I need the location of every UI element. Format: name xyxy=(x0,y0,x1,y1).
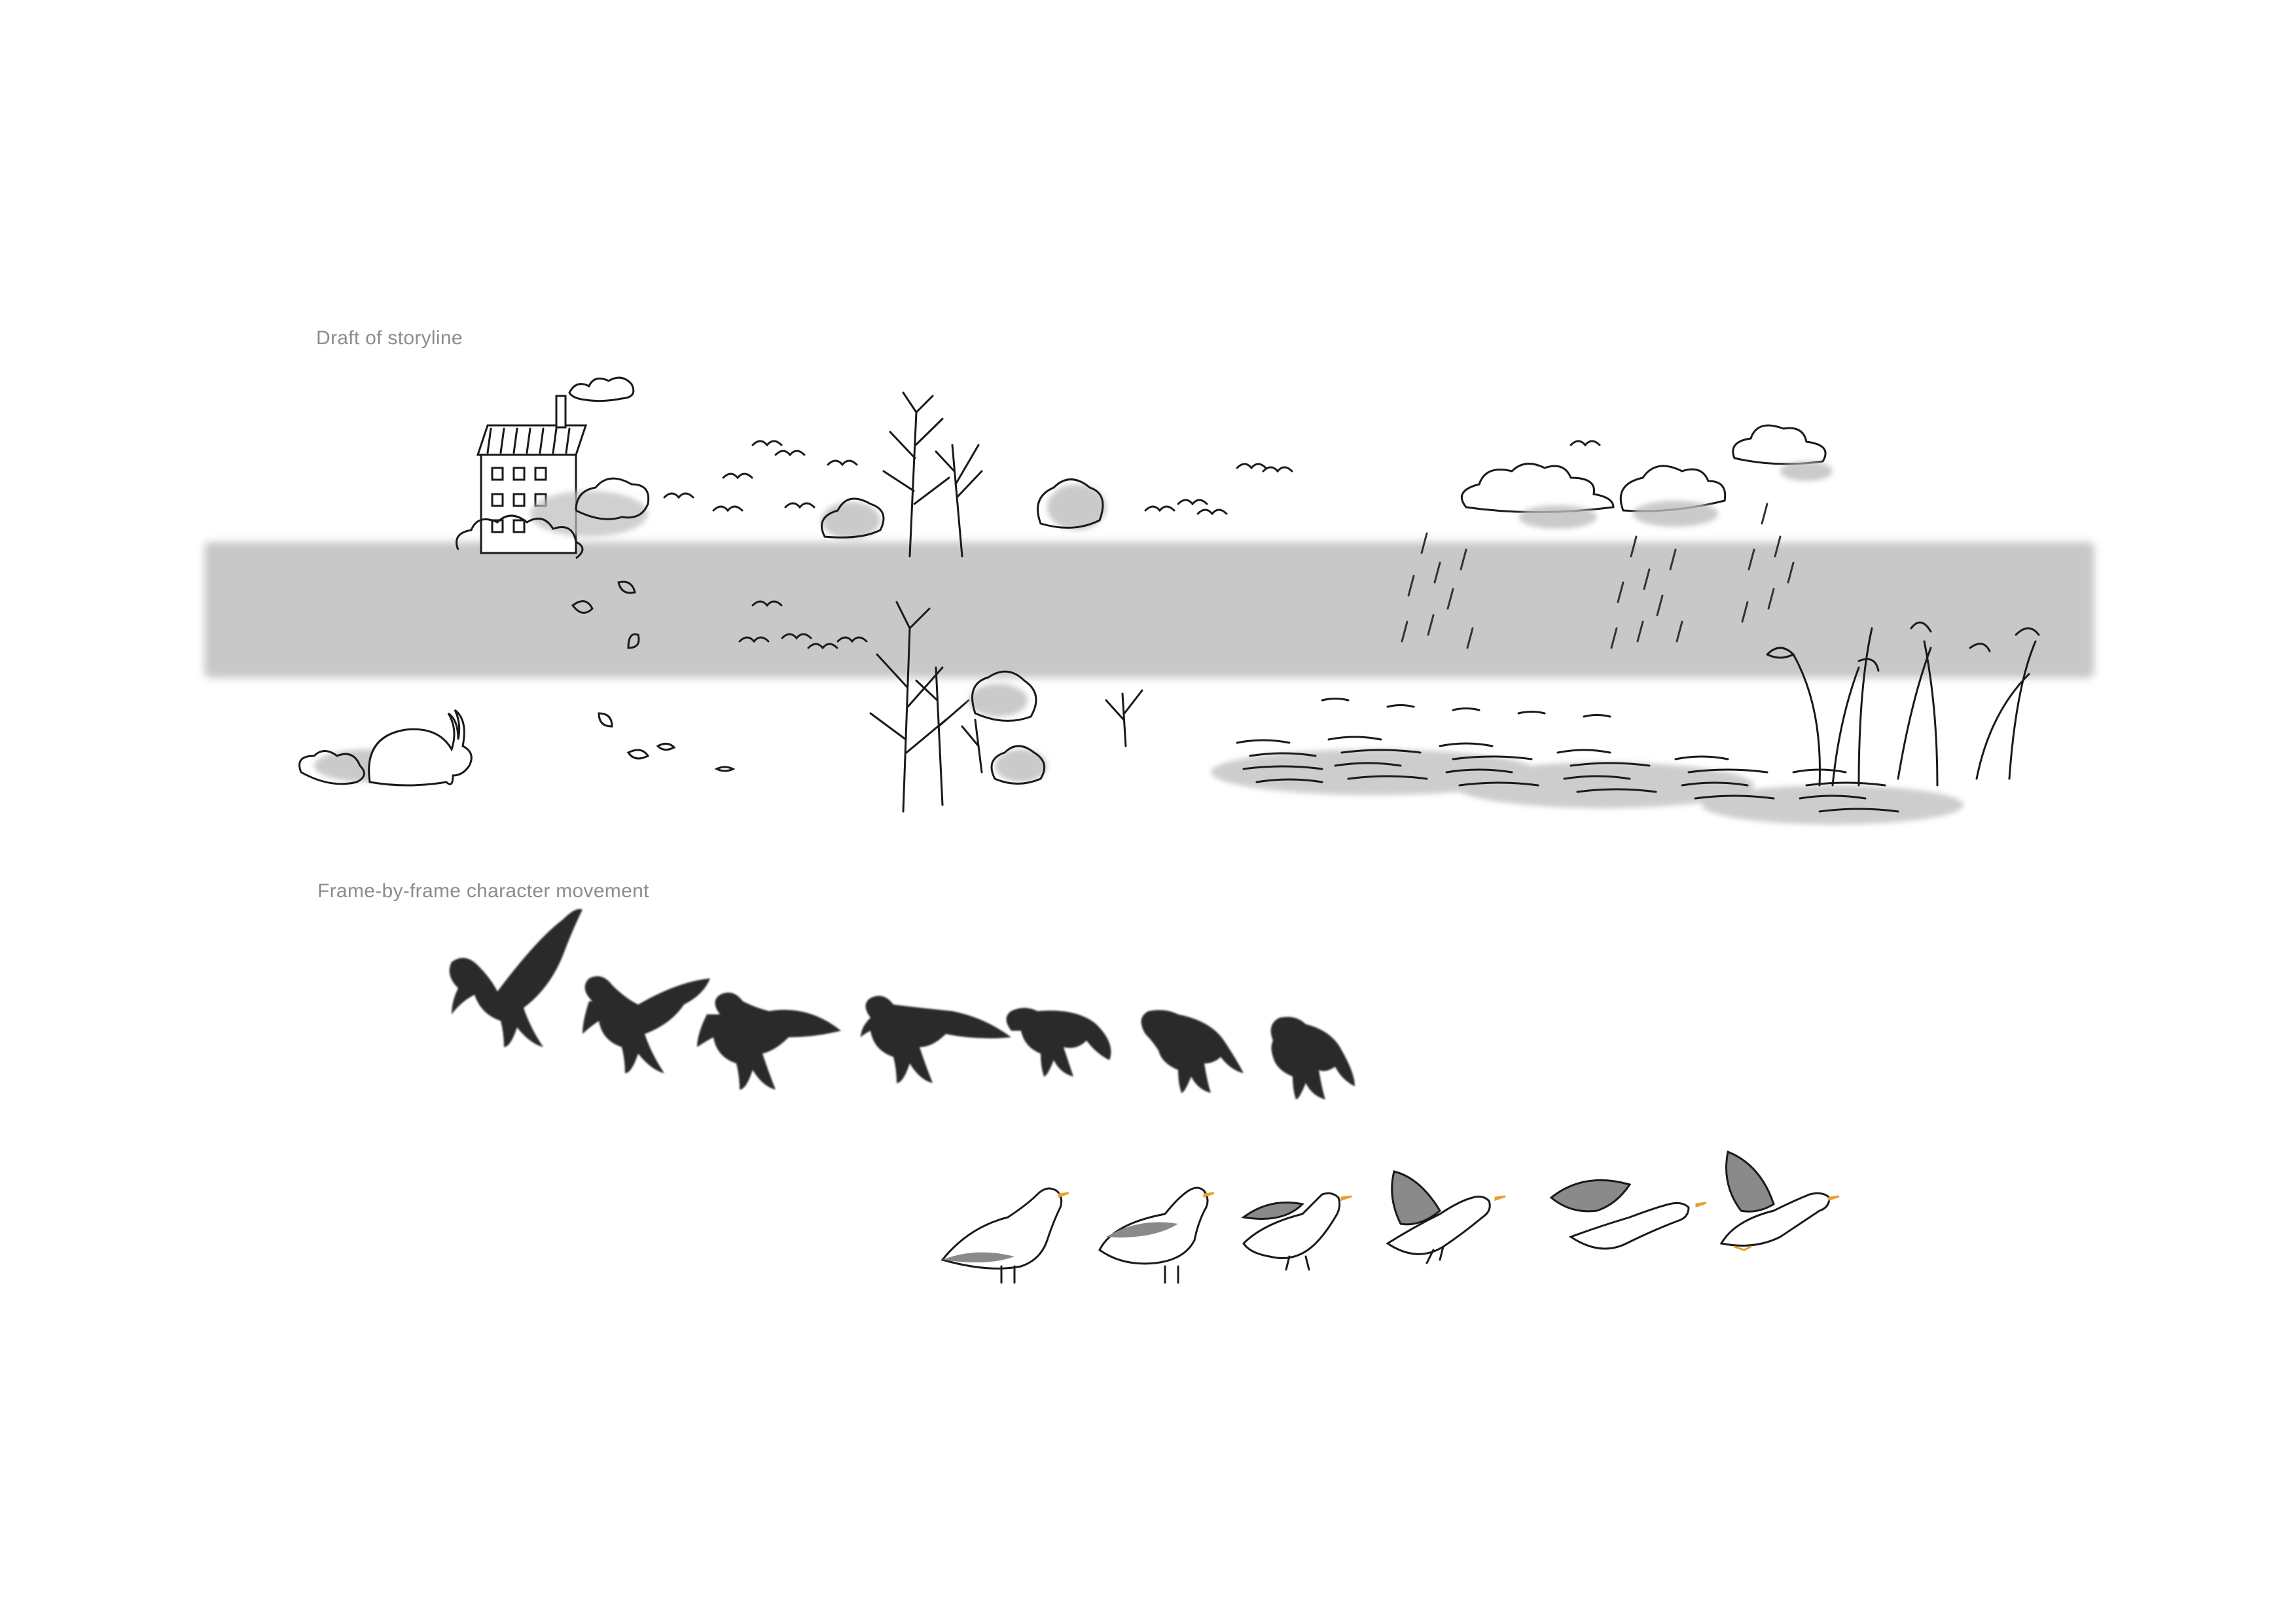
gull-frame-2 xyxy=(1098,1186,1215,1284)
gull-frame-3 xyxy=(1241,1192,1352,1271)
reeds-icon xyxy=(1766,621,2040,787)
bush-icon xyxy=(456,477,650,560)
crow-frame-4 xyxy=(861,995,1011,1083)
leaf-icon xyxy=(571,580,736,772)
crow-frame-6 xyxy=(1141,1010,1244,1093)
rain-icon xyxy=(1401,503,1795,649)
water-hatching xyxy=(1236,698,1899,813)
tree-wash xyxy=(821,484,1106,782)
cloud-icon xyxy=(1460,424,1827,513)
storyline-caption: Draft of storyline xyxy=(316,327,463,349)
house-icon xyxy=(476,376,635,554)
gull-frame-1 xyxy=(941,1187,1069,1284)
crow-frame-2 xyxy=(583,976,710,1073)
flock-icon xyxy=(663,440,1601,650)
rabbit-icon xyxy=(298,709,473,787)
gull-frame-4 xyxy=(1386,1170,1506,1264)
crow-frame-1 xyxy=(449,909,583,1047)
gull-frame-5 xyxy=(1549,1179,1707,1250)
movement-caption: Frame-by-frame character movement xyxy=(317,880,649,902)
crow-frame-7 xyxy=(1270,1016,1355,1099)
tree-icon xyxy=(869,391,1143,813)
gull-frame-6 xyxy=(1719,1150,1840,1251)
crow-frame-5 xyxy=(1006,1008,1111,1077)
horizon-band xyxy=(204,542,2094,678)
shrub-icon xyxy=(821,478,1104,785)
cloud-wash xyxy=(1518,461,1833,529)
crow-frame-3 xyxy=(697,992,841,1090)
bush-wash xyxy=(530,491,648,537)
water-wash xyxy=(1211,749,1964,825)
